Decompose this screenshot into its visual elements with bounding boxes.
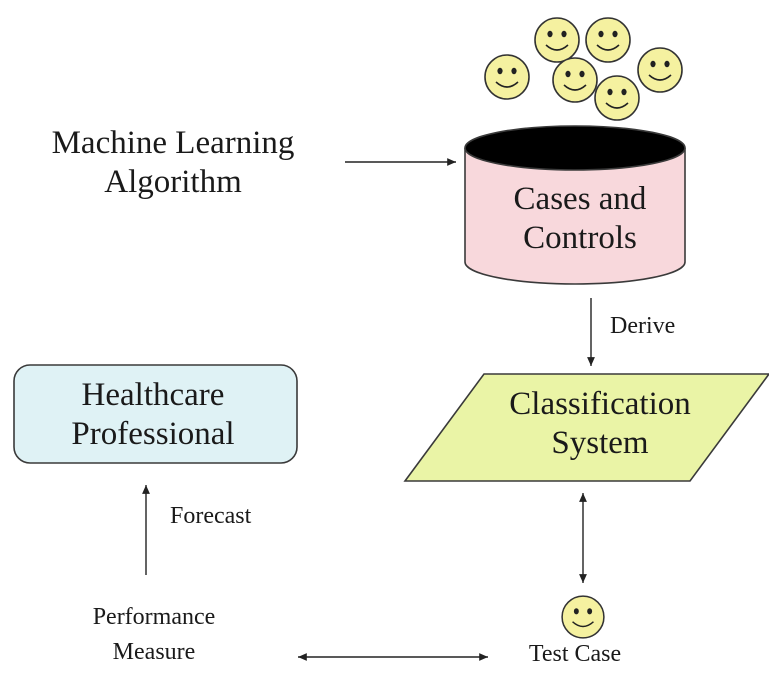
- smiley-face-icon: [585, 17, 631, 63]
- label-line: Controls: [523, 219, 637, 256]
- machine-learning-label: Machine Learning Algorithm: [18, 124, 328, 202]
- smiley-face-icon: [534, 17, 580, 63]
- cases-smiley-group: [484, 17, 683, 121]
- test-case-label: Test Case: [528, 641, 622, 667]
- smiley-face-icon: [594, 75, 640, 121]
- label-line: Classification: [509, 386, 691, 422]
- smiley-face-icon: [484, 54, 530, 100]
- classification-system-label: Classification System: [455, 385, 745, 463]
- label-line: Algorithm: [104, 163, 242, 200]
- healthcare-professional-label: Healthcare Professional: [14, 376, 292, 454]
- cases-controls-label: Cases and Controls: [470, 180, 690, 258]
- performance-measure-label: Performance Measure: [40, 600, 268, 670]
- label-line: Performance: [92, 604, 216, 630]
- cases-controls-cylinder: [464, 125, 686, 285]
- classification-system-shape: [403, 373, 769, 482]
- smiley-face-icon: [637, 47, 683, 93]
- smiley-face-icon: [552, 57, 598, 103]
- healthcare-professional-box: [13, 364, 298, 464]
- label-line: Machine Learning: [51, 125, 295, 161]
- label-line: System: [551, 424, 649, 461]
- label-line: Cases and: [513, 181, 647, 217]
- test-case-smiley-icon: [561, 595, 605, 639]
- derive-label: Derive: [610, 313, 676, 339]
- label-line: Measure: [112, 638, 196, 665]
- label-line: Healthcare: [81, 377, 225, 413]
- forecast-label: Forecast: [170, 503, 252, 529]
- label-line: Professional: [71, 415, 235, 452]
